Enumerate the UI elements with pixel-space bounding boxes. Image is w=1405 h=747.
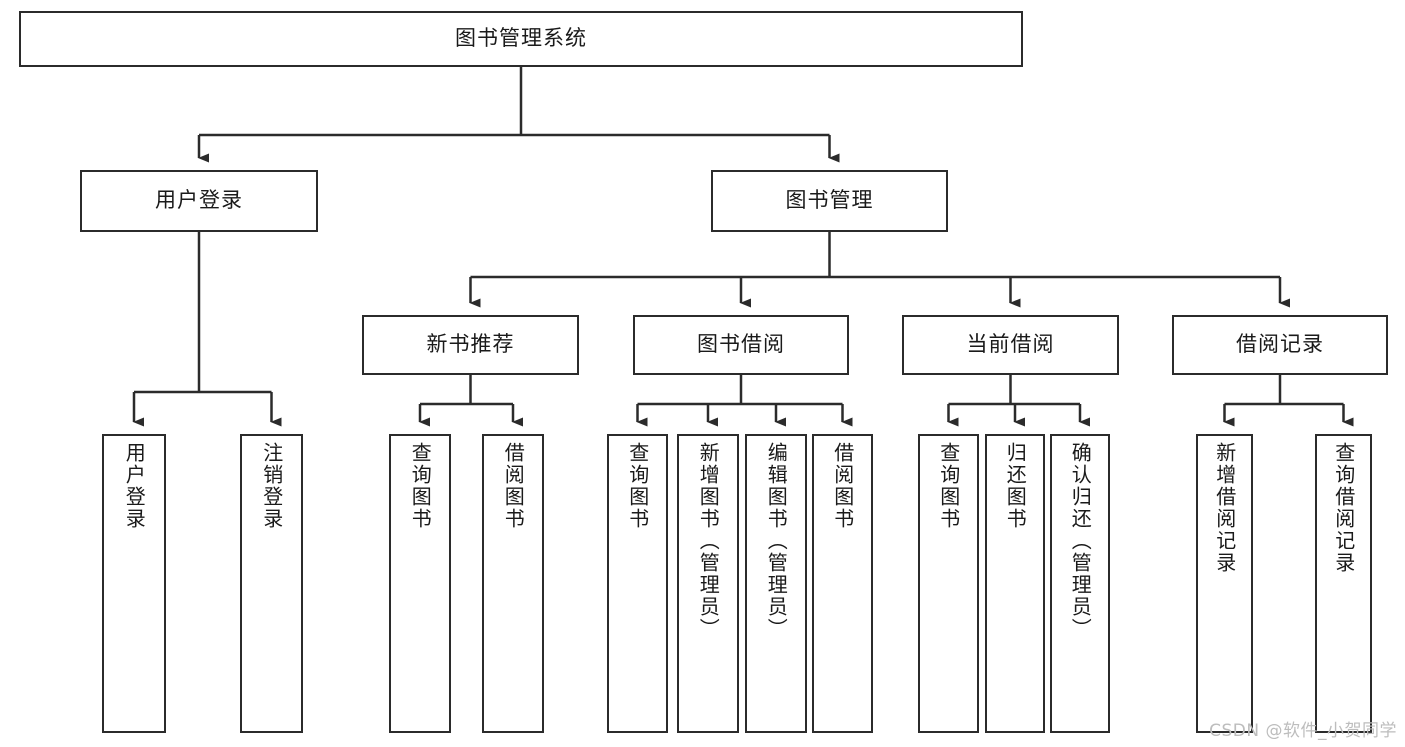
node-label: 编辑图书（管理员）: [764, 442, 789, 640]
branch-node[interactable]: 当前借阅: [902, 315, 1119, 375]
leaf-node[interactable]: 归还图书: [985, 434, 1045, 733]
leaf-node[interactable]: 借阅图书: [812, 434, 873, 733]
leaf-node[interactable]: 查询图书: [607, 434, 668, 733]
node-label: 用户登录: [155, 188, 243, 213]
node-label: 借阅图书: [501, 442, 526, 530]
leaf-node[interactable]: 确认归还（管理员）: [1050, 434, 1110, 733]
leaf-node[interactable]: 用户登录: [102, 434, 166, 733]
node-label: 借阅图书: [830, 442, 855, 530]
leaf-node[interactable]: 借阅图书: [482, 434, 544, 733]
node-label: 查询图书: [408, 442, 433, 530]
branch-node[interactable]: 新书推荐: [362, 315, 579, 375]
node-label: 新增借阅记录: [1212, 442, 1237, 574]
node-label: 当前借阅: [966, 332, 1055, 357]
root-node[interactable]: 图书管理系统: [19, 11, 1023, 67]
node-label: 图书管理系统: [455, 26, 587, 51]
node-label: 图书借阅: [697, 332, 785, 357]
branch-node[interactable]: 借阅记录: [1172, 315, 1388, 375]
branch-node[interactable]: 图书借阅: [633, 315, 849, 375]
node-label: 新增图书（管理员）: [696, 442, 721, 640]
leaf-node[interactable]: 新增借阅记录: [1196, 434, 1253, 733]
node-label: 归还图书: [1003, 442, 1028, 530]
node-label: 新书推荐: [426, 332, 515, 357]
leaf-node[interactable]: 查询图书: [918, 434, 979, 733]
node-label: 查询图书: [625, 442, 650, 530]
branch-node[interactable]: 图书管理: [711, 170, 948, 232]
node-label: 借阅记录: [1236, 332, 1324, 357]
leaf-node[interactable]: 查询借阅记录: [1315, 434, 1372, 733]
node-label: 用户登录: [122, 442, 147, 530]
node-label: 查询借阅记录: [1331, 442, 1356, 574]
leaf-node[interactable]: 编辑图书（管理员）: [745, 434, 807, 733]
leaf-node[interactable]: 新增图书（管理员）: [677, 434, 739, 733]
leaf-node[interactable]: 注销登录: [240, 434, 303, 733]
node-label: 确认归还（管理员）: [1068, 442, 1093, 640]
node-label: 图书管理: [785, 188, 874, 213]
branch-node[interactable]: 用户登录: [80, 170, 318, 232]
leaf-node[interactable]: 查询图书: [389, 434, 451, 733]
node-label: 注销登录: [259, 442, 284, 530]
node-label: 查询图书: [936, 442, 961, 530]
